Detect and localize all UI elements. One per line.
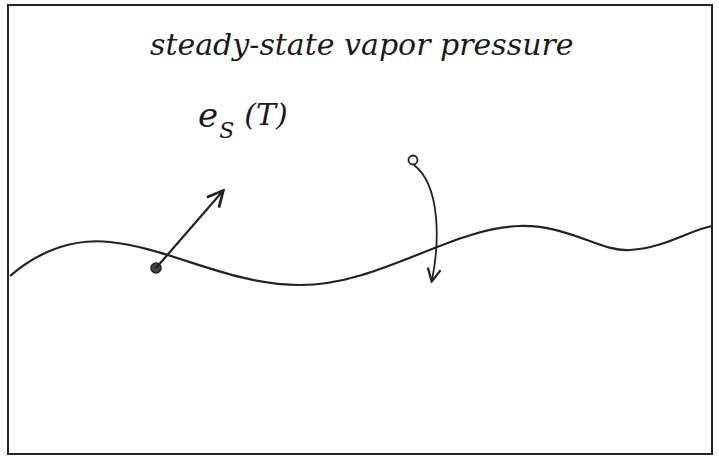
condensation-arrow xyxy=(414,165,437,280)
handwritten-label: (T) xyxy=(244,97,287,132)
sketch-label: S xyxy=(219,120,234,142)
evaporation-arrow xyxy=(156,192,222,268)
handwritten-label: e xyxy=(198,95,218,135)
sketch-label: e xyxy=(198,98,218,132)
sketch-label: (T) xyxy=(244,100,287,130)
handwritten-label: S xyxy=(219,118,234,143)
water-surface xyxy=(10,226,712,285)
frame-border xyxy=(8,5,712,454)
molecule-dot xyxy=(409,156,418,165)
handwritten-label: steady-state vapor pressure xyxy=(150,27,574,62)
sketch-label: steady-state vapor pressure xyxy=(150,30,574,60)
